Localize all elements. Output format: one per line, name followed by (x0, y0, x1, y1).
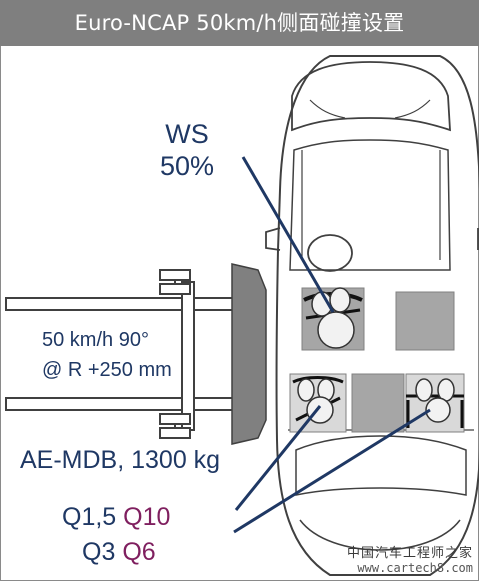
impact-point: @ R +250 mm (42, 359, 172, 381)
diagram-title: Euro-NCAP 50km/h侧面碰撞设置 (74, 11, 405, 35)
rear-right-seat-q-dummy (405, 373, 465, 433)
driver-seat-ws-dummy (301, 287, 365, 351)
mdb-trolley (5, 269, 235, 439)
leader-lines (233, 156, 431, 534)
child-dummy-row-2: Q3 Q6 (62, 535, 170, 570)
dummy-q6: Q6 (122, 538, 156, 566)
ws-dummy-name: WS (165, 119, 209, 149)
dummy-q3: Q3 (82, 538, 116, 566)
child-dummy-labels: Q1,5 Q10 Q3 Q6 (62, 500, 170, 570)
title-bar: Euro-NCAP 50km/h侧面碰撞设置 (0, 0, 479, 46)
impact-speed-label: 50 km/h 90° @ R +250 mm (42, 325, 172, 385)
dummy-q10: Q10 (123, 503, 171, 531)
ws-dummy-percentile: 50% (160, 151, 215, 181)
deformable-barrier-face (231, 263, 267, 445)
watermark: 中国汽车工程师之家 www.cartech8.com (347, 542, 473, 575)
rear-middle-seat (351, 373, 405, 433)
child-dummy-row-1: Q1,5 Q10 (62, 500, 170, 535)
front-passenger-seat (395, 291, 455, 351)
rear-left-seat-q-dummy (289, 373, 347, 433)
barrier-label: AE-MDB, 1300 kg (20, 446, 221, 474)
impact-speed: 50 km/h 90° (42, 329, 149, 351)
watermark-url: www.cartech8.com (357, 561, 473, 575)
ws-dummy-label: WS 50% (160, 118, 214, 182)
dummy-q1-5: Q1,5 (62, 503, 117, 531)
watermark-brand: 中国汽车工程师之家 (346, 546, 473, 561)
